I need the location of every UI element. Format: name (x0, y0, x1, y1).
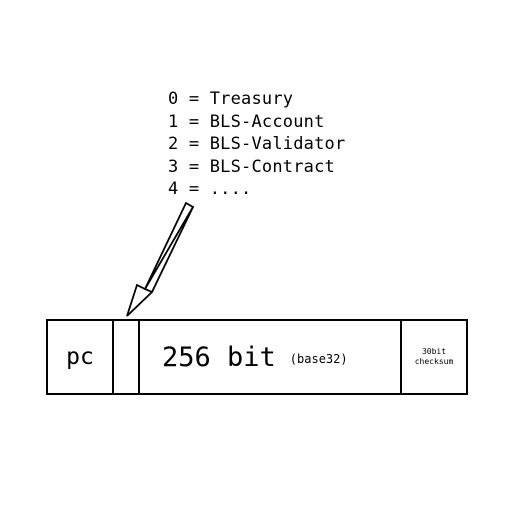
body-encoding-note: (base32) (289, 352, 348, 366)
body-cell: 256 bit (base32) (140, 321, 402, 393)
address-layout-box: pc 256 bit (base32) 30bit checksum (46, 319, 468, 395)
type-legend-entry-bls-account: 1 = BLS-Account (168, 111, 325, 132)
type-legend-entry-treasury: 0 = Treasury (168, 89, 294, 109)
prefix-cell: pc (48, 321, 114, 393)
prefix-label: pc (66, 344, 94, 370)
checksum-cell: 30bit checksum (402, 321, 466, 393)
type-legend-entry-more: 4 = .... (168, 179, 252, 199)
type-cell (114, 321, 140, 393)
body-label: 256 bit (162, 341, 276, 373)
type-legend-entry-bls-contract: 3 = BLS-Contract (168, 156, 335, 177)
checksum-label: checksum (414, 357, 454, 366)
checksum-bits: 30bit (421, 347, 447, 356)
type-legend: 0 = Treasury 1 = BLS-Account 2 = BLS-Val… (168, 88, 345, 201)
type-legend-entry-bls-validator: 2 = BLS-Validator (168, 134, 346, 154)
